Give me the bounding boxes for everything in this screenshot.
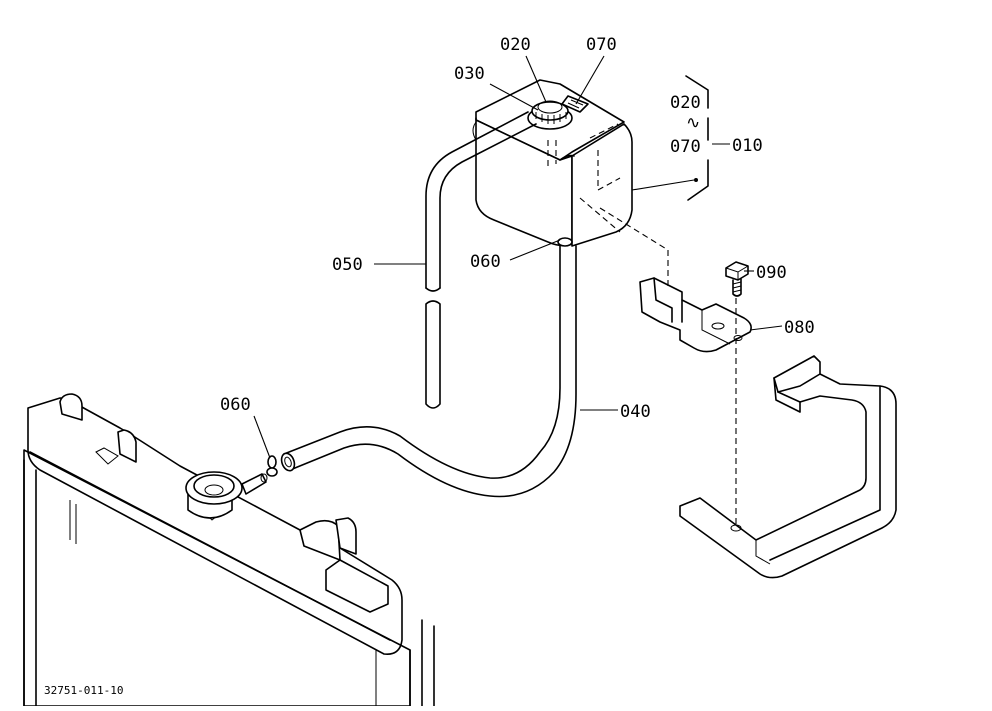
range-separator: ∿	[686, 113, 700, 133]
callout-070-label: 070	[586, 35, 617, 55]
tank-bracket	[639, 277, 752, 353]
callout-060-tank-clamp: 060	[470, 252, 501, 272]
assembly-bracket	[685, 75, 730, 201]
range-to-label: 070	[670, 137, 701, 157]
callout-050-overflow-hose: 050	[332, 255, 363, 275]
callout-090-bolt: 090	[756, 263, 787, 283]
figure-code: 32751-011-10	[44, 684, 123, 697]
support-stay	[679, 355, 897, 579]
radiator	[23, 393, 435, 707]
callout-080-bracket: 080	[784, 318, 815, 338]
bolt	[725, 261, 749, 297]
callout-040-hose: 040	[620, 402, 651, 422]
callout-030-cap-seal: 030	[454, 64, 485, 84]
range-from-label: 020	[670, 93, 701, 113]
hose-clamp	[266, 455, 278, 477]
connecting-hose	[280, 245, 577, 498]
leader-lines	[253, 55, 783, 524]
callout-010-assembly: 010	[732, 136, 763, 156]
callout-020-cap: 020	[500, 35, 531, 55]
overflow-hose	[425, 111, 537, 409]
callout-060-radiator-clamp: 060	[220, 395, 251, 415]
reserve-tank	[472, 79, 633, 247]
